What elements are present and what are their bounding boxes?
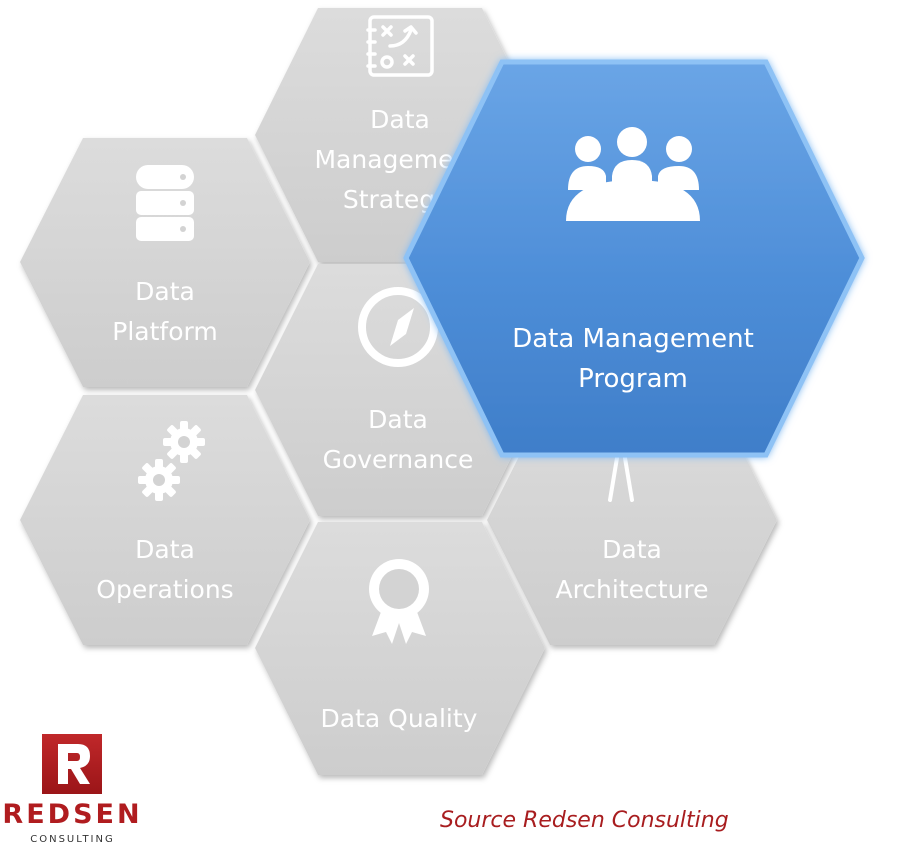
logo-name: REDSEN [2, 799, 143, 830]
source-caption: Source Redsen Consulting [440, 808, 729, 833]
compass-icon [358, 287, 438, 367]
label-operations-line1: Data [135, 535, 195, 564]
label-program-line1: Data Management [512, 324, 754, 354]
label-architecture-line2: Architecture [555, 575, 708, 604]
redsen-r-logo [42, 734, 102, 794]
label-strategy-line3: Strateg [343, 185, 435, 214]
database-icon [136, 165, 194, 241]
label-governance-line2: Governance [323, 445, 474, 474]
hex-data-operations[interactable] [20, 395, 310, 645]
drafting-compass-icon [608, 456, 634, 502]
hex-data-management-program[interactable] [403, 59, 865, 458]
label-operations-line2: Operations [96, 575, 233, 604]
label-platform-line1: Data [135, 277, 195, 306]
award-ribbon-icon [369, 559, 429, 644]
label-quality: Data Quality [321, 704, 478, 733]
strategy-board-icon [366, 15, 434, 77]
label-program-line2: Program [578, 364, 688, 394]
label-governance-line1: Data [368, 405, 428, 434]
label-platform-line2: Platform [112, 317, 217, 346]
logo-subtitle: CONSULTING [30, 834, 115, 845]
meeting-people-icon [566, 127, 700, 221]
hex-data-platform[interactable] [20, 138, 310, 387]
label-strategy-line1: Data [370, 105, 430, 134]
label-strategy-line2: Manageme [314, 145, 453, 174]
hex-data-quality[interactable] [255, 522, 545, 775]
label-architecture-line1: Data [602, 535, 662, 564]
gears-icon [138, 421, 205, 501]
